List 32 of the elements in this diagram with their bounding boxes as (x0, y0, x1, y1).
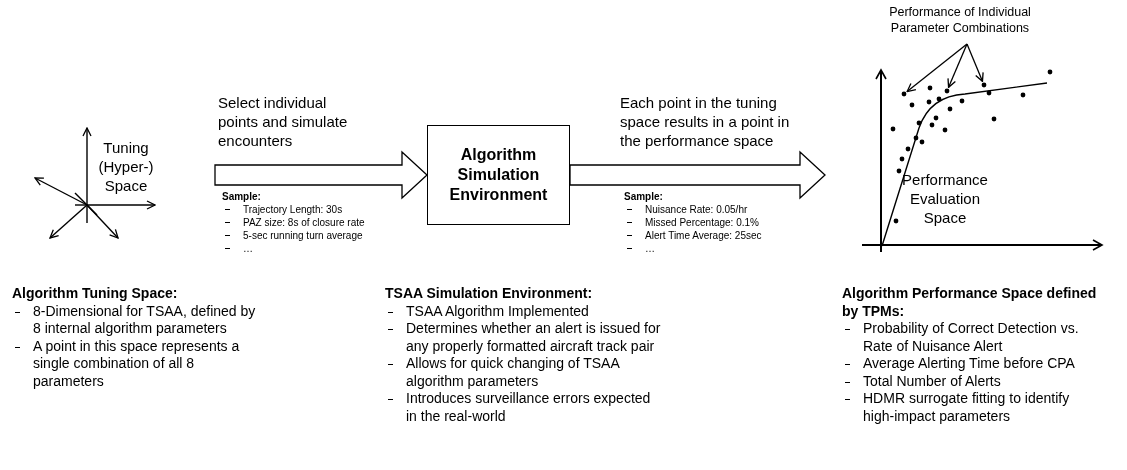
bullet-item: Missed Percentage: 0.1% (624, 216, 814, 229)
bullet-item: TSAA Algorithm Implemented (385, 302, 665, 320)
bullet-item: Determines whether an alert is issued for any properly formatted aircraft track pair (385, 320, 665, 355)
block-arrow (214, 150, 428, 200)
bullet-item: … (624, 242, 814, 255)
section-heading: Algorithm Performance Space defined by TPMs: (842, 285, 1098, 320)
bullet-item: Total Number of Alerts (842, 372, 1104, 390)
bullet-item: Average Alerting Time before CPA (842, 355, 1104, 373)
leader-line (906, 43, 968, 93)
section-heading: Algorithm Tuning Space: (12, 285, 179, 303)
bullet-item: Probability of Correct Detection vs. Rate of Nuisance Alert (842, 320, 1104, 355)
bullet-item: Trajectory Length: 30s (222, 203, 412, 216)
bullet-item: Allows for quick changing of TSAA algorithm parameters (385, 355, 665, 390)
bullet-item: Nuisance Rate: 0.05/hr (624, 203, 814, 216)
bullet-item: HDMR surrogate fitting to identify high-impact parameters (842, 390, 1104, 425)
section-heading: TSAA Simulation Environment: (385, 285, 594, 303)
leader-line (966, 43, 984, 82)
bullet-item: … (222, 242, 412, 255)
block-arrow (569, 150, 826, 200)
section-heading: Sample: (222, 190, 262, 203)
bullet-item: PAZ size: 8s of closure rate (222, 216, 412, 229)
process-box: Algorithm Simulation Environment (427, 125, 570, 225)
bullet-item: A point in this space represents a single combination of all 8 parameters (12, 337, 257, 390)
space-label: Tuning (Hyper-) Space (97, 138, 155, 195)
leader-line (947, 43, 968, 88)
bullet-item: 8-Dimensional for TSAA, defined by 8 internal algorithm parameters (12, 302, 257, 338)
bullet-item: 5-sec running turn average (222, 229, 412, 242)
callout-text: Performance of Individual Parameter Combinations (870, 4, 1050, 36)
bullet-item: Alert Time Average: 25sec (624, 229, 814, 242)
space-label: Performance Evaluation Space (901, 170, 989, 227)
section-heading: Sample: (624, 190, 664, 203)
bullet-item: Introduces surveillance errors expected in the real-world (385, 390, 665, 425)
